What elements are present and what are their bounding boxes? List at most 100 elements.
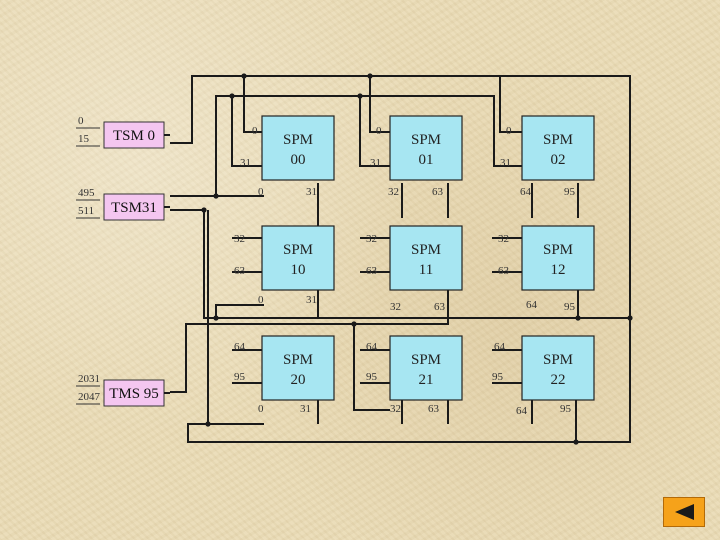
pin-label-31: 31	[300, 403, 311, 415]
junction-dot-0	[241, 73, 247, 79]
spm-name: SPM	[411, 132, 441, 148]
wire-0	[170, 75, 631, 424]
spm-box	[389, 335, 463, 401]
pin-label-22: 64	[526, 299, 538, 311]
pin-label-33: 63	[428, 403, 440, 415]
spm-module-20: SPM 20	[261, 335, 335, 401]
junction-dot-2	[229, 93, 235, 99]
tsm-box	[103, 193, 165, 221]
wire-4	[215, 95, 522, 196]
pin-label-7: 31	[306, 186, 317, 198]
back-button[interactable]	[663, 497, 705, 527]
tsm-box	[103, 121, 165, 149]
wire-1	[243, 76, 262, 133]
spm-number: 22	[551, 372, 566, 388]
pin-label-2: 0	[376, 125, 382, 137]
spm-name: SPM	[543, 242, 573, 258]
tsm-pin-top: 2031	[78, 373, 100, 385]
spm-name: SPM	[543, 132, 573, 148]
pin-label-15: 63	[366, 265, 378, 277]
tsm-label: TSM31	[111, 200, 157, 216]
spm-module-02: SPM 02	[521, 115, 595, 181]
pin-label-19: 31	[306, 294, 317, 306]
spm-number: 00	[291, 152, 306, 168]
spm-number: 20	[291, 372, 306, 388]
spm-name: SPM	[411, 242, 441, 258]
pin-label-1: 31	[240, 157, 251, 169]
tsm-pin-bottom: 15	[78, 133, 90, 145]
wire-5	[231, 96, 262, 167]
tsm-box	[103, 379, 165, 407]
spm-box	[389, 115, 463, 181]
wire-6	[359, 96, 390, 167]
spm-module-01: SPM 01	[389, 115, 463, 181]
pin-label-4: 0	[506, 125, 512, 137]
tsm-pin-bottom: 2047	[78, 391, 101, 403]
junction-dot-1	[367, 73, 373, 79]
spm-module-22: SPM 22	[521, 335, 595, 401]
spm-name: SPM	[283, 132, 313, 148]
spm-box	[389, 225, 463, 291]
spm-name: SPM	[543, 352, 573, 368]
pin-label-13: 63	[234, 265, 246, 277]
junction-dots	[201, 73, 633, 445]
pin-label-34: 64	[516, 405, 528, 417]
pin-label-5: 31	[500, 157, 511, 169]
pin-label-3: 31	[370, 157, 381, 169]
spm-module-12: SPM 12	[521, 225, 595, 291]
spm-module-10: SPM 10	[261, 225, 335, 291]
junction-dot-11	[205, 421, 211, 427]
pin-label-16: 32	[498, 233, 509, 245]
spm-name: SPM	[283, 242, 313, 258]
pin-label-9: 63	[432, 186, 444, 198]
tsm-label: TSM 0	[113, 128, 155, 144]
spm-box	[261, 225, 335, 291]
junction-dot-3	[357, 93, 363, 99]
pin-label-8: 32	[388, 186, 399, 198]
wire-8	[170, 209, 630, 319]
spm-number: 21	[419, 372, 434, 388]
pin-label-26: 64	[366, 341, 378, 353]
pin-label-0: 0	[252, 125, 258, 137]
pin-label-30: 0	[258, 403, 264, 415]
pin-label-12: 32	[234, 233, 245, 245]
spm-module-00: SPM 00	[261, 115, 335, 181]
pin-label-29: 95	[492, 371, 504, 383]
spm-module-11: SPM 11	[389, 225, 463, 291]
spm-number: 01	[419, 152, 434, 168]
pin-label-18: 0	[258, 294, 264, 306]
spm-box	[521, 335, 595, 401]
left-triangle-icon	[675, 504, 694, 520]
pin-label-25: 95	[234, 371, 246, 383]
tsm-label: TMS 95	[109, 386, 159, 402]
spm-name: SPM	[283, 352, 313, 368]
tsm-module-2: TMS 95 2031 2047	[76, 373, 170, 407]
junction-dot-8	[575, 315, 581, 321]
pin-label-20: 32	[390, 301, 401, 313]
junction-dot-4	[213, 193, 219, 199]
tsm-module-0: TSM 0 0 15	[76, 115, 170, 149]
spm-number: 12	[551, 262, 566, 278]
tsm-pin-top: 0	[78, 115, 84, 127]
spm-box	[261, 335, 335, 401]
junction-dot-6	[627, 315, 633, 321]
spm-number: 02	[551, 152, 566, 168]
spm-box	[261, 115, 335, 181]
pin-label-35: 95	[560, 403, 572, 415]
wire-29	[170, 323, 354, 393]
tsm-module-1: TSM31 495 511	[76, 187, 170, 221]
pin-label-11: 95	[564, 186, 576, 198]
wire-3	[499, 76, 522, 133]
pin-label-23: 95	[564, 301, 576, 313]
pin-label-27: 95	[366, 371, 378, 383]
wire-30	[187, 423, 631, 443]
wire-2	[369, 76, 390, 133]
pin-label-14: 32	[366, 233, 377, 245]
spm-number: 11	[419, 262, 433, 278]
tsm-pin-top: 495	[78, 187, 95, 199]
tsm-pin-bottom: 511	[78, 205, 94, 217]
spm-number: 10	[291, 262, 306, 278]
pin-label-17: 63	[498, 265, 510, 277]
